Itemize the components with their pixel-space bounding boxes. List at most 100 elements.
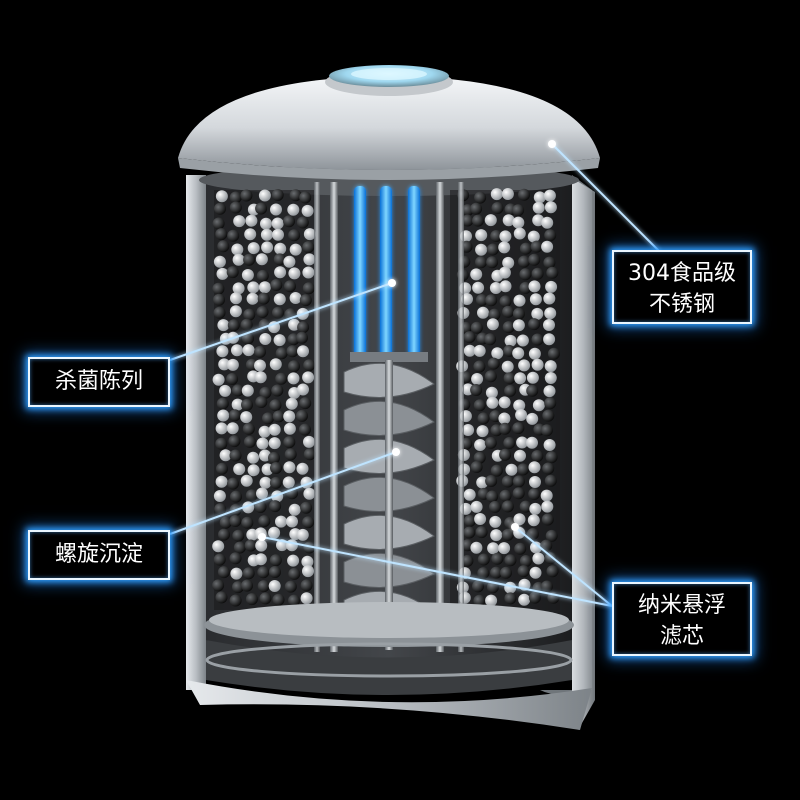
filter-bead: [513, 308, 525, 320]
filter-bead: [216, 591, 228, 603]
filter-bead: [216, 476, 228, 488]
filter-bead: [241, 399, 253, 411]
filter-bead: [518, 565, 530, 577]
filter-bead: [544, 307, 556, 319]
filter-bead: [513, 487, 525, 499]
filter-bead: [233, 254, 245, 266]
filter-bead: [256, 253, 268, 265]
filter-bead: [499, 267, 511, 279]
filter-bead: [215, 438, 227, 450]
filter-bead: [502, 500, 514, 512]
filter-bead: [543, 319, 555, 331]
filter-bead: [288, 372, 300, 384]
filter-bead: [528, 318, 540, 330]
filter-bead: [217, 398, 229, 410]
filter-bead: [240, 411, 252, 423]
filter-bead: [531, 308, 543, 320]
filter-bead: [518, 594, 530, 606]
filter-bead: [504, 385, 516, 397]
filter-bead: [272, 189, 284, 201]
filter-bead: [528, 254, 540, 266]
filter-bead: [471, 322, 483, 334]
filter-bead: [546, 451, 558, 463]
filter-bead: [489, 501, 501, 513]
filter-bead: [243, 567, 255, 579]
filter-bead: [246, 489, 258, 501]
filter-bead: [288, 229, 300, 241]
filter-bead: [259, 592, 271, 604]
filter-bead: [217, 240, 229, 252]
filter-bead: [542, 463, 554, 475]
filter-bead: [297, 463, 309, 475]
filter-bead: [256, 488, 268, 500]
filter-bead: [498, 542, 510, 554]
filter-bead: [283, 410, 295, 422]
filter-bead: [470, 268, 482, 280]
filter-bead: [214, 256, 226, 268]
filter-bead: [504, 554, 516, 566]
filter-bead: [301, 592, 313, 604]
filter-bead: [268, 527, 280, 539]
callout-stainless-steel: 304食品级 不锈钢: [612, 250, 752, 324]
filter-bead: [545, 475, 557, 487]
filter-bead: [470, 203, 482, 215]
filter-bead: [227, 422, 239, 434]
filter-bead: [214, 554, 226, 566]
filter-bead: [499, 449, 511, 461]
filter-bead: [274, 243, 286, 255]
filter-bead: [230, 491, 242, 503]
filter-bead: [526, 437, 538, 449]
filter-bead: [268, 452, 280, 464]
filter-bead: [520, 243, 532, 255]
filter-bead: [543, 257, 555, 269]
filter-bead: [270, 204, 282, 216]
filter-bead: [215, 228, 227, 240]
callout-sterilization-array: 杀菌陈列: [28, 357, 170, 407]
filter-bead: [230, 552, 242, 564]
filter-bead: [301, 579, 313, 591]
filter-bead: [255, 396, 267, 408]
filter-bead: [269, 500, 281, 512]
filter-bead: [213, 218, 225, 230]
filter-bead: [270, 279, 282, 291]
filter-bead: [217, 410, 229, 422]
filter-bead: [269, 580, 281, 592]
filter-bead: [471, 461, 483, 473]
filter-bead: [546, 267, 558, 279]
filter-bead: [284, 280, 296, 292]
filter-bead: [476, 526, 488, 538]
filter-bead: [513, 475, 525, 487]
filter-bead: [486, 397, 498, 409]
filter-bead: [230, 202, 242, 214]
filter-bead: [230, 292, 242, 304]
filter-bead: [526, 385, 538, 397]
filter-bead: [302, 516, 314, 528]
filter-bead: [243, 309, 255, 321]
filter-bead: [296, 410, 308, 422]
filter-bead: [290, 244, 302, 256]
filter-bead: [212, 283, 224, 295]
filter-bead: [243, 344, 255, 356]
filter-bead: [512, 422, 524, 434]
filter-bead: [302, 241, 314, 253]
filter-bead: [255, 203, 267, 215]
filter-bead: [498, 413, 510, 425]
filter-bead: [241, 319, 253, 331]
filter-bead: [212, 540, 224, 552]
filter-bead: [485, 595, 497, 607]
filter-bead: [300, 294, 312, 306]
filter-bead: [258, 515, 270, 527]
filter-bead: [302, 267, 314, 279]
filter-bead: [299, 397, 311, 409]
filter-bead: [472, 215, 484, 227]
filter-bead: [234, 542, 246, 554]
filter-bead: [227, 266, 239, 278]
filter-bead: [485, 214, 497, 226]
filter-bead: [504, 372, 516, 384]
filter-bead: [470, 384, 482, 396]
filter-bead: [272, 218, 284, 230]
filter-bead: [259, 281, 271, 293]
filter-bead: [299, 192, 311, 204]
filter-bead: [229, 515, 241, 527]
filter-bead: [233, 215, 245, 227]
